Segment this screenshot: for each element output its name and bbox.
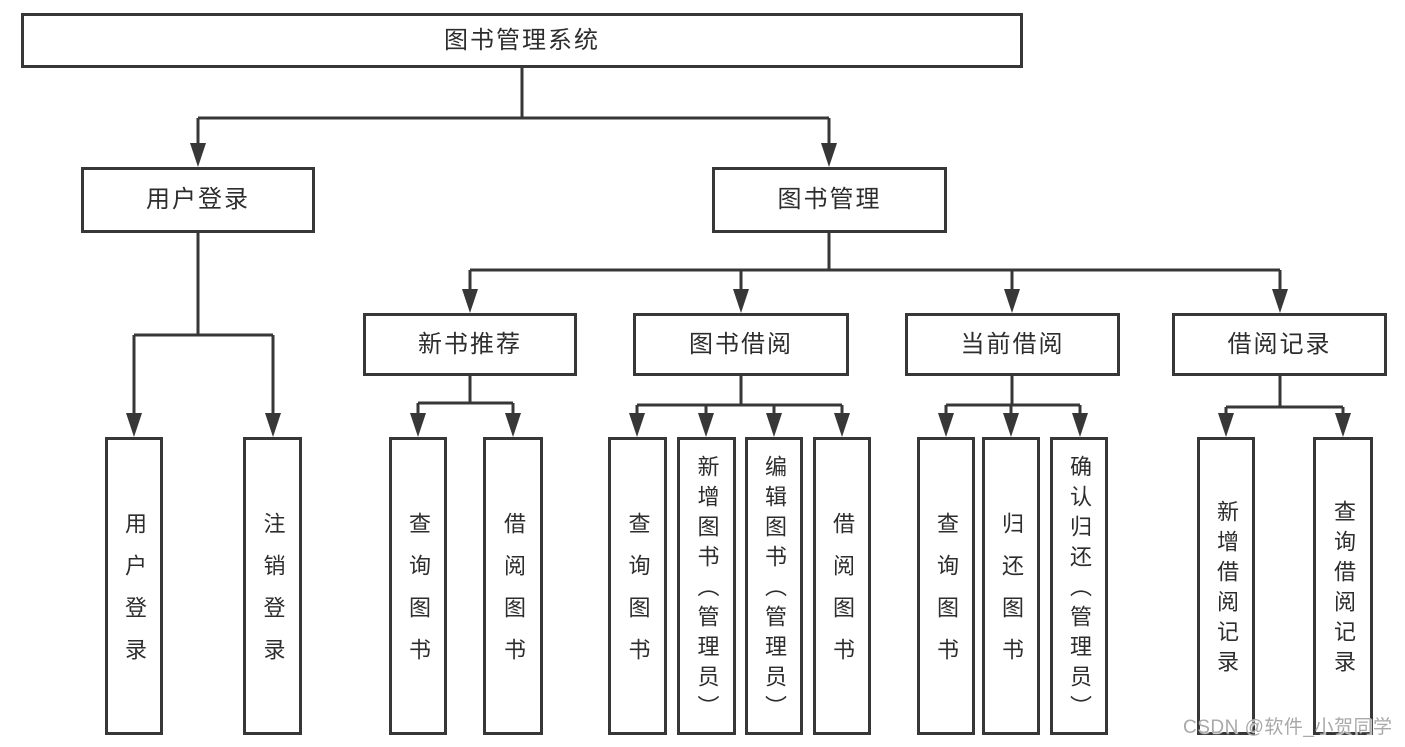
csdn-watermark: CSDN @软件_小贺同学 bbox=[1183, 717, 1393, 738]
leaf-add-borrow-record: 新增借阅记录 bbox=[1197, 437, 1255, 735]
node-book-management: 图书管理 bbox=[712, 167, 947, 233]
node-current-borrowing: 当前借阅 bbox=[905, 313, 1120, 376]
leaf-query-books-current: 查询图书 bbox=[917, 437, 975, 735]
leaf-add-books-admin: 新增图书（管理员） bbox=[677, 437, 736, 735]
node-library-management-system: 图书管理系统 bbox=[21, 13, 1023, 68]
leaf-query-books-borrowing: 查询图书 bbox=[608, 437, 667, 735]
connector-borrowing-records-to-leaves bbox=[1218, 376, 1351, 437]
leaf-borrow-books-recommend: 借阅图书 bbox=[483, 437, 543, 735]
connector-current-borrowing-to-leaves bbox=[938, 376, 1088, 437]
leaf-borrow-books: 借阅图书 bbox=[813, 437, 871, 735]
leaf-query-books-recommend: 查询图书 bbox=[389, 437, 447, 735]
connector-new-book-recommend-to-leaves bbox=[410, 376, 521, 437]
connector-book-borrowing-to-leaves bbox=[629, 376, 850, 437]
node-book-borrowing: 图书借阅 bbox=[633, 313, 849, 376]
connector-book-management-to-level3 bbox=[462, 233, 1288, 313]
connector-user-login-to-leaves bbox=[126, 233, 281, 437]
leaf-query-borrow-record: 查询借阅记录 bbox=[1313, 437, 1373, 735]
node-borrowing-records: 借阅记录 bbox=[1172, 313, 1387, 376]
leaf-return-books: 归还图书 bbox=[982, 437, 1040, 735]
connector-root-to-level2 bbox=[190, 68, 837, 167]
leaf-confirm-return-admin: 确认归还（管理员） bbox=[1050, 437, 1108, 735]
node-user-login: 用户登录 bbox=[81, 167, 315, 233]
node-new-book-recommend: 新书推荐 bbox=[363, 313, 577, 376]
leaf-logout: 注销登录 bbox=[243, 437, 302, 735]
leaf-edit-books-admin: 编辑图书（管理员） bbox=[745, 437, 803, 735]
leaf-user-login: 用户登录 bbox=[105, 437, 163, 735]
